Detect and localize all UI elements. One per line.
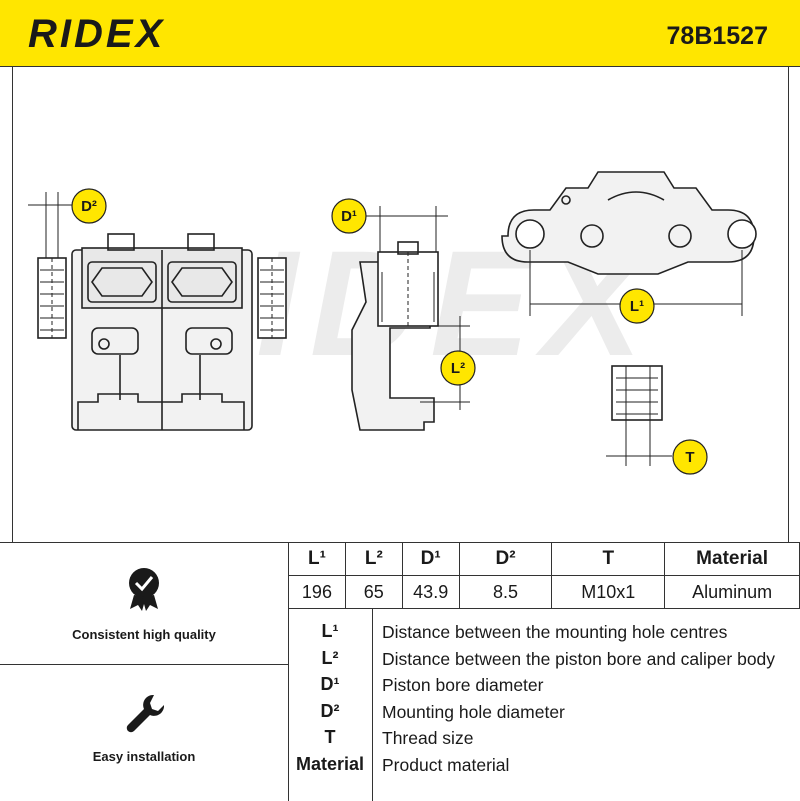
legend-row: D² Mounting hole diameter — [288, 699, 800, 725]
spec-value: 8.5 — [458, 575, 553, 609]
spec-value-row: 196 65 43.9 8.5 M10x1 Aluminum — [288, 575, 800, 609]
legend-row: T Thread size — [288, 725, 800, 751]
legend-row: D¹ Piston bore diameter — [288, 672, 800, 698]
badge-l2: L² — [440, 350, 476, 386]
brand-logo: RIDEX — [28, 12, 166, 56]
legend-desc: Product material — [382, 755, 510, 775]
spec-value: 196 — [288, 575, 346, 609]
legend-desc: Distance between the piston bore and cal… — [382, 649, 776, 669]
spec-value: M10x1 — [551, 575, 666, 609]
svg-text:T: T — [685, 449, 694, 466]
feature-label: Easy installation — [92, 749, 196, 764]
caliper-side-view — [351, 206, 470, 431]
spec-value: 43.9 — [401, 575, 460, 609]
legend-desc: Thread size — [382, 728, 474, 748]
svg-text:L¹: L¹ — [630, 298, 644, 315]
legend-desc: Mounting hole diameter — [382, 702, 565, 722]
badge-d1: D¹ — [331, 198, 367, 234]
spec-header: L² — [344, 542, 403, 576]
svg-text:D²: D² — [81, 198, 97, 215]
spec-header: D¹ — [401, 542, 460, 576]
spec-header: Material — [664, 542, 800, 576]
spec-value: Aluminum — [664, 575, 800, 609]
feature-installation: Easy installation — [0, 664, 289, 801]
spec-header: L¹ — [288, 542, 346, 576]
legend-desc: Piston bore diameter — [382, 675, 544, 695]
feature-label: Consistent high quality — [72, 627, 216, 642]
feature-quality: Consistent high quality — [0, 542, 289, 665]
spec-header: T — [551, 542, 666, 576]
legend-key: L¹ — [321, 621, 339, 641]
spec-header-row: L¹ L² D¹ D² T Material — [288, 542, 800, 576]
legend-row: L² Distance between the piston bore and … — [288, 646, 800, 672]
legend-key: D² — [320, 701, 340, 721]
legend-desc: Distance between the mounting hole centr… — [382, 622, 728, 642]
caliper-top-view — [501, 171, 757, 316]
drawing-frame — [12, 66, 789, 542]
legend: L¹ Distance between the mounting hole ce… — [288, 608, 800, 801]
legend-row: L¹ Distance between the mounting hole ce… — [288, 619, 800, 645]
legend-key: T — [324, 727, 336, 747]
legend-key: L² — [321, 648, 339, 668]
technical-drawing: RIDEX — [28, 171, 757, 475]
thread-detail — [606, 365, 672, 466]
legend-key: Material — [295, 754, 365, 774]
badge-d2: D² — [71, 188, 107, 224]
wrench-icon — [126, 694, 164, 733]
legend-row: Material Product material — [288, 752, 800, 778]
badge-t: T — [672, 439, 708, 475]
legend-key: D¹ — [320, 674, 340, 694]
svg-text:L²: L² — [451, 360, 465, 377]
spec-table: L¹ L² D¹ D² T Material 196 65 43.9 8.5 M… — [288, 542, 800, 609]
header-bar: RIDEX 78B1527 — [0, 0, 800, 67]
spec-value: 65 — [344, 575, 403, 609]
quality-badge-icon — [129, 568, 159, 611]
svg-text:D¹: D¹ — [341, 208, 357, 225]
part-number: 78B1527 — [666, 22, 768, 50]
spec-header: D² — [458, 542, 553, 576]
legend-divider — [372, 609, 373, 801]
caliper-front-view — [28, 192, 287, 431]
badge-l1: L¹ — [619, 288, 655, 324]
